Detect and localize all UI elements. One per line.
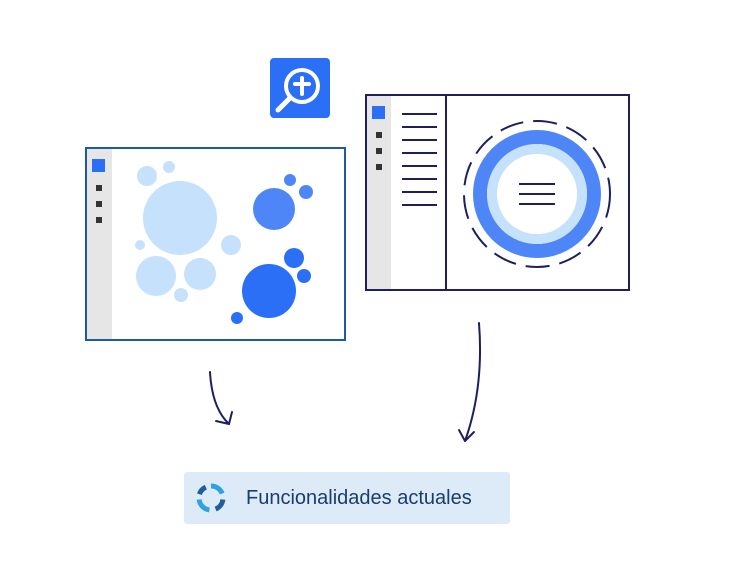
target-window-sidebar-accent: [372, 106, 385, 119]
search-plus-icon: [275, 68, 320, 113]
bubble: [174, 288, 188, 302]
bubble-view-window: [85, 147, 346, 341]
bubble: [284, 248, 304, 268]
target-window-sidebar-bullet: [376, 148, 382, 154]
current-features-text: Funcionalidades actuales: [246, 487, 472, 509]
bubble: [297, 269, 311, 283]
bubble: [163, 161, 175, 173]
arrow-left-to-label: [209, 371, 233, 425]
curved-arrow-down-icon: [209, 371, 230, 425]
bubble: [242, 264, 296, 318]
bubble: [136, 256, 176, 296]
target-window-sidebar-bullet: [376, 164, 382, 170]
refresh-ring-icon: [196, 483, 226, 513]
bubble-cluster-medium: [253, 174, 313, 230]
bubble: [143, 181, 217, 255]
list-panel: [402, 113, 437, 206]
bubble: [184, 258, 216, 290]
bubble: [299, 185, 313, 199]
target-view-window: [365, 94, 630, 291]
target-outer-ring: [473, 130, 601, 258]
bubble: [135, 240, 145, 250]
bubble-window-frame: [85, 147, 346, 341]
current-features-label: Funcionalidades actuales: [184, 472, 510, 524]
target-window-sidebar-bullet: [376, 132, 382, 138]
bubble-cluster-dark: [231, 248, 311, 324]
arrow-right-to-label: [458, 322, 482, 442]
bubble-window-sidebar-bullet: [96, 217, 102, 223]
target-graphic: [463, 120, 611, 268]
menu-lines-icon: [519, 183, 555, 205]
arrow-head: [215, 411, 233, 425]
bubble: [221, 235, 241, 255]
bubble-cluster-light: [135, 161, 241, 302]
curved-arrow-down-icon: [464, 322, 482, 442]
bubble-window-sidebar-bullet: [96, 201, 102, 207]
bubble: [284, 174, 296, 186]
bubble-window-sidebar: [87, 149, 112, 339]
target-middle-ring: [487, 144, 587, 244]
arrow-head: [458, 429, 475, 442]
bubble-window-sidebar-accent: [92, 159, 105, 172]
bubble: [137, 166, 157, 186]
bubble: [253, 188, 295, 230]
zoom-badge[interactable]: [270, 58, 330, 118]
bubble-window-sidebar-bullet: [96, 185, 102, 191]
bubble: [231, 312, 243, 324]
target-dashed-ring: [463, 120, 611, 268]
target-window-sidebar: [367, 96, 391, 289]
